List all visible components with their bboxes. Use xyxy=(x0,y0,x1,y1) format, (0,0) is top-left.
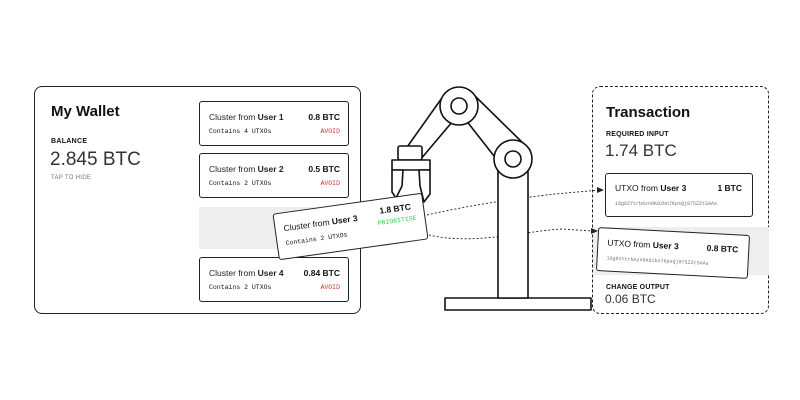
change-output-value: 0.06 BTC xyxy=(605,292,656,306)
cluster-title: Cluster from User 1 xyxy=(209,112,284,122)
utxo-card-1[interactable]: UTXO from User 3 1 BTC 18g82YtrbAzn9K8zb… xyxy=(605,173,753,217)
cluster-utxo-count: Contains 2 UTXOs xyxy=(209,284,272,291)
cluster-amount: 0.5 BTC xyxy=(308,164,340,174)
cluster-title: Cluster from User 4 xyxy=(209,268,284,278)
utxo-address: 18g82YtrbAzn9K8zbn7KpsQj875ZZtSAAs xyxy=(606,255,709,267)
utxo-title: UTXO from User 3 xyxy=(615,183,687,193)
avoid-badge: AVOID xyxy=(320,284,340,291)
cluster-card-user-2[interactable]: Cluster from User 2 0.5 BTC Contains 2 U… xyxy=(199,153,349,198)
required-input-value: 1.74 BTC xyxy=(605,141,677,160)
prioritise-badge: PRIORITISE xyxy=(377,214,417,228)
cluster-title: Cluster from User 2 xyxy=(209,164,284,174)
transaction-title: Transaction xyxy=(606,104,691,121)
utxo-amount: 1 BTC xyxy=(717,183,742,193)
cluster-card-user-1[interactable]: Cluster from User 1 0.8 BTC Contains 4 U… xyxy=(199,101,349,146)
cluster-title: Cluster from User 3 xyxy=(282,212,359,234)
change-output-label: CHANGE OUTPUT xyxy=(606,284,670,291)
cluster-card-user-4[interactable]: Cluster from User 4 0.84 BTC Contains 2 … xyxy=(199,257,349,302)
balance-value: 2.845 BTC xyxy=(50,149,141,170)
utxo-address: 18g82YtrbAzn9K8zbn7KpsQj875ZZtSAAs xyxy=(615,201,718,207)
wallet-title: My Wallet xyxy=(51,103,120,120)
utxo-card-2[interactable]: UTXO from User 3 0.8 BTC 18g82YtrbAzn9K8… xyxy=(595,227,751,279)
tap-to-hide[interactable]: TAP TO HIDE xyxy=(51,175,92,181)
balance-label: BALANCE xyxy=(51,138,88,145)
cluster-amount: 0.8 BTC xyxy=(308,112,340,122)
wallet-panel: My Wallet BALANCE 2.845 BTC TAP TO HIDE … xyxy=(34,86,361,314)
cluster-amount: 1.8 BTC xyxy=(378,201,412,216)
utxo-amount: 0.8 BTC xyxy=(706,242,739,255)
utxo-title: UTXO from User 3 xyxy=(607,237,679,252)
cluster-utxo-count: Contains 4 UTXOs xyxy=(209,128,272,135)
robot-arm-icon xyxy=(391,86,592,311)
connector-arrowheads xyxy=(591,187,604,234)
cluster-utxo-count: Contains 2 UTXOs xyxy=(209,180,272,187)
avoid-badge: AVOID xyxy=(320,128,340,135)
required-input-label: REQUIRED INPUT xyxy=(606,131,669,138)
cluster-amount: 0.84 BTC xyxy=(303,268,340,278)
cluster-utxo-count: Contains 2 UTXOs xyxy=(285,231,349,248)
avoid-badge: AVOID xyxy=(320,180,340,187)
